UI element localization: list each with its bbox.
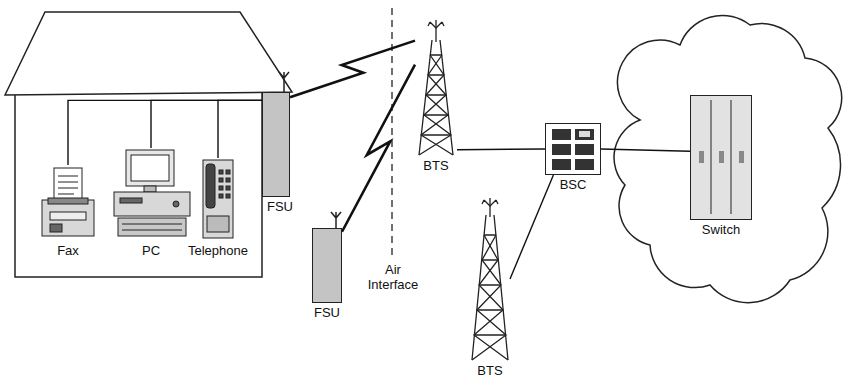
switch-panel xyxy=(691,96,751,219)
telephone-icon xyxy=(226,194,230,198)
fax-icon xyxy=(48,198,88,204)
telephone-icon xyxy=(203,160,233,238)
bsc-panel xyxy=(552,159,571,170)
telephone-icon xyxy=(219,194,223,198)
node-label: Switch xyxy=(700,222,742,237)
bts-tower: BTS xyxy=(415,22,457,155)
fax-icon xyxy=(42,200,94,236)
bts-tower-drawing xyxy=(428,22,444,28)
bsc-panel xyxy=(552,144,571,155)
bts-tower-drawing xyxy=(472,198,508,360)
house-outline xyxy=(5,12,292,95)
pc-icon xyxy=(144,186,156,192)
node-label: PC xyxy=(140,243,162,258)
switch-cabinet: Switch xyxy=(690,95,752,220)
bts-tower-drawing xyxy=(474,235,506,335)
bts-tower: BTS xyxy=(470,198,510,360)
telephone-icon xyxy=(203,160,233,238)
radio-link xyxy=(290,41,415,98)
pc-icon xyxy=(122,224,182,230)
bts-tower-drawing xyxy=(419,20,453,155)
fsu-antenna xyxy=(331,212,341,228)
bsc-panel xyxy=(575,144,594,155)
pc-icon xyxy=(114,150,190,236)
switch-panel xyxy=(711,100,712,214)
bts-tower-drawing xyxy=(419,20,508,360)
pc-device: PC xyxy=(112,148,190,240)
bts-tower-drawing xyxy=(421,55,451,135)
fax-icon xyxy=(50,224,62,232)
pc-icon xyxy=(126,150,174,186)
fax-icon xyxy=(50,212,86,220)
telephone-icon xyxy=(219,178,223,182)
telephone-icon xyxy=(207,216,229,232)
node-label: Telephone xyxy=(186,243,250,258)
switch-panel xyxy=(731,100,732,214)
pc-icon xyxy=(118,218,186,236)
house-outline xyxy=(15,92,262,277)
phone-wire xyxy=(68,100,262,165)
node-label: FSU xyxy=(265,199,295,214)
pc-icon xyxy=(131,155,169,181)
bsc-panel xyxy=(575,159,594,170)
bsc-panel xyxy=(579,131,590,137)
node-label: BSC xyxy=(558,177,589,192)
house-outline xyxy=(5,12,292,277)
node-label: BTS xyxy=(421,158,450,173)
bsc-panel xyxy=(546,124,600,174)
link-line xyxy=(457,148,545,150)
node-label: FSU xyxy=(312,305,342,320)
air-interface-label: Air Interface xyxy=(360,262,426,292)
telephone-icon xyxy=(219,186,223,190)
link-line xyxy=(510,175,553,279)
telephone-device: Telephone xyxy=(200,158,236,240)
switch-panel xyxy=(739,151,744,163)
pc-icon xyxy=(173,201,179,207)
cloud xyxy=(614,15,842,302)
bsc-panel xyxy=(575,129,594,140)
switch-panel xyxy=(699,151,704,163)
telephone-icon xyxy=(226,186,230,190)
bts-tower-drawing xyxy=(419,55,451,155)
phone-wire xyxy=(218,100,262,158)
telephone-icon xyxy=(219,170,223,174)
bts-tower-drawing xyxy=(421,55,453,155)
phone-wire xyxy=(151,100,262,148)
fax-icon xyxy=(58,176,78,194)
fax-device: Fax xyxy=(40,165,96,240)
bts-tower-drawing xyxy=(474,235,508,360)
telephone-icon xyxy=(206,164,215,208)
pc-icon xyxy=(114,192,190,216)
fsu-unit: FSU xyxy=(262,92,290,197)
bsc-unit: BSC xyxy=(545,123,601,175)
bts-tower-drawing xyxy=(482,200,498,206)
fsu-unit: FSU xyxy=(312,228,342,303)
telephone-icon xyxy=(226,178,230,182)
node-label: Fax xyxy=(55,243,81,258)
switch-panel xyxy=(719,151,724,163)
air-interface-line xyxy=(391,8,392,256)
pc-icon xyxy=(120,198,142,203)
fsu-antenna xyxy=(279,72,289,92)
telephone-icon xyxy=(226,170,230,174)
bts-tower-drawing xyxy=(472,235,506,360)
cloud xyxy=(614,15,842,302)
node-label: BTS xyxy=(475,363,504,378)
fax-icon xyxy=(42,168,94,236)
fax-icon xyxy=(54,168,82,202)
radio-link xyxy=(342,65,415,232)
bsc-panel xyxy=(552,129,571,140)
air-interface-line xyxy=(391,8,392,256)
link-line xyxy=(601,149,690,151)
